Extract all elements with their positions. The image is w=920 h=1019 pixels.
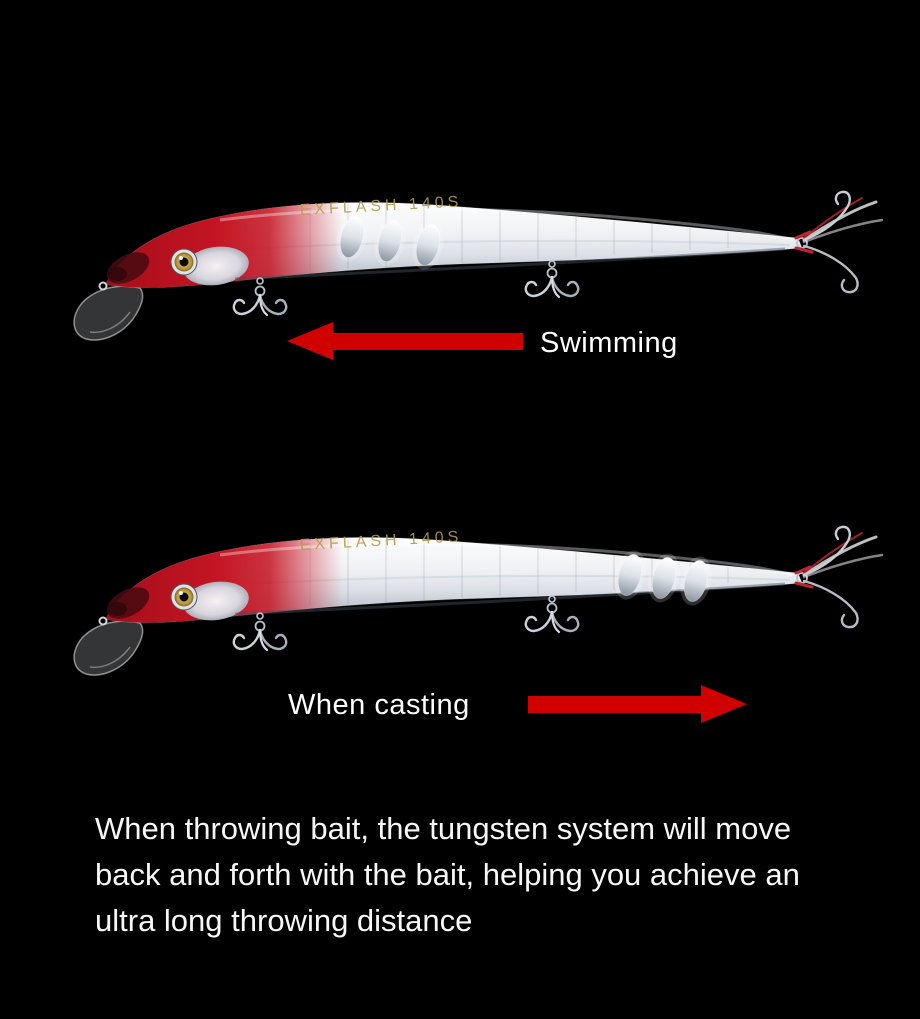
back-highlight: [219, 207, 793, 242]
caption-line: When throwing bait, the tungsten system …: [95, 811, 792, 846]
lure-lip: [73, 285, 144, 341]
rear-hook-hanger: [548, 260, 556, 268]
tail-hook: [794, 190, 884, 294]
lure-swimming-state: EXFLASH 140S: [73, 190, 884, 341]
lure-cheek: [183, 246, 249, 286]
line-tie-eyelet: [98, 281, 108, 291]
belly-shadow: [234, 247, 786, 281]
belly-treble-hook: [524, 267, 580, 299]
tungsten-weights-front: [336, 212, 444, 270]
caption: When throwing bait, the tungsten system …: [95, 806, 800, 944]
caption-line: ultra long throwing distance: [95, 903, 473, 938]
lure-casting-state: [74, 527, 882, 675]
front-treble-hook: [232, 285, 288, 317]
lure-snout-shadow: [107, 267, 127, 281]
caption-line: back and forth with the bait, helping yo…: [95, 857, 800, 892]
lure-red-head: [106, 202, 802, 288]
tungsten-weights-rear: [614, 550, 712, 606]
swimming-label: Swimming: [540, 327, 678, 359]
lure-eye: [170, 248, 198, 276]
swimming-left-arrow-icon: [287, 322, 523, 360]
casting-label: When casting: [288, 689, 470, 721]
front-hook-hanger: [256, 277, 264, 285]
casting-right-arrow-icon: [528, 685, 747, 723]
